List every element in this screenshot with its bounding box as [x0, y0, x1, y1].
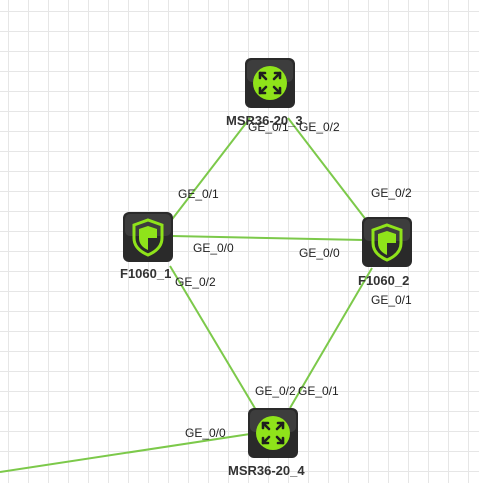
- port-label-f2-to-f1: GE_0/0: [299, 246, 340, 260]
- link-f1-msr4[interactable]: [169, 265, 257, 411]
- port-label-msr3-to-f1: GE_0/1: [248, 120, 289, 134]
- router-icon: [245, 58, 295, 108]
- node-msr36-20-4[interactable]: [248, 408, 298, 458]
- port-label-f1-to-msr4: GE_0/2: [175, 275, 216, 289]
- port-label-msr4-to-f2: GE_0/1: [298, 384, 339, 398]
- port-label-msr3-to-f2: GE_0/2: [299, 120, 340, 134]
- node-label-msr36-20-3: MSR36-20_3: [226, 113, 303, 128]
- link-msr3-f1[interactable]: [169, 117, 251, 223]
- port-labels-layer: GE_0/1 GE_0/2 GE_0/1 GE_0/2 GE_0/0 GE_0/…: [175, 120, 412, 440]
- nodes-layer: MSR36-20_3 F1060_1 F1060_2: [120, 58, 412, 478]
- link-msr3-f2[interactable]: [287, 117, 371, 226]
- firewall-shield-icon: [362, 217, 412, 267]
- firewall-shield-icon: [123, 212, 173, 262]
- port-label-f1-to-f2: GE_0/0: [193, 241, 234, 255]
- node-label-f1060-1: F1060_1: [120, 266, 171, 281]
- node-label-msr36-20-4: MSR36-20_4: [228, 463, 305, 478]
- port-label-f1-to-msr3: GE_0/1: [178, 187, 219, 201]
- node-f1060-1[interactable]: [123, 212, 173, 262]
- port-label-f2-to-msr4: GE_0/1: [371, 293, 412, 307]
- link-f2-msr4[interactable]: [289, 267, 373, 409]
- port-label-msr4-to-external: GE_0/0: [185, 426, 226, 440]
- links-layer: [0, 117, 373, 473]
- link-f1-f2[interactable]: [171, 235, 365, 241]
- port-label-f2-to-msr3: GE_0/2: [371, 186, 412, 200]
- router-icon: [248, 408, 298, 458]
- port-label-msr4-to-f1: GE_0/2: [255, 384, 296, 398]
- node-msr36-20-3[interactable]: [245, 58, 295, 108]
- link-msr4-external[interactable]: [0, 433, 251, 473]
- node-label-f1060-2: F1060_2: [358, 273, 409, 288]
- node-f1060-2[interactable]: [362, 217, 412, 267]
